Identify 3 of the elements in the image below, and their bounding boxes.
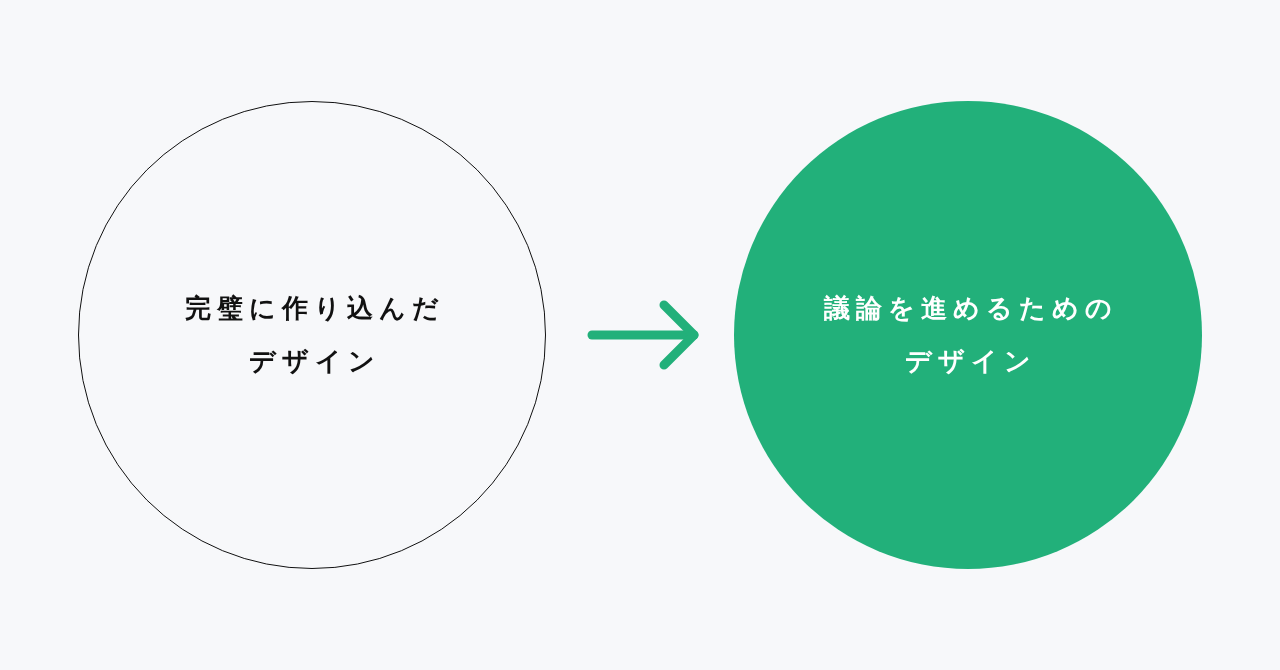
circle-label: 議論を進めるためのデザイン: [822, 292, 1119, 378]
arrow: [587, 300, 699, 370]
circle-label: 完璧に作り込んだデザイン: [184, 292, 446, 378]
